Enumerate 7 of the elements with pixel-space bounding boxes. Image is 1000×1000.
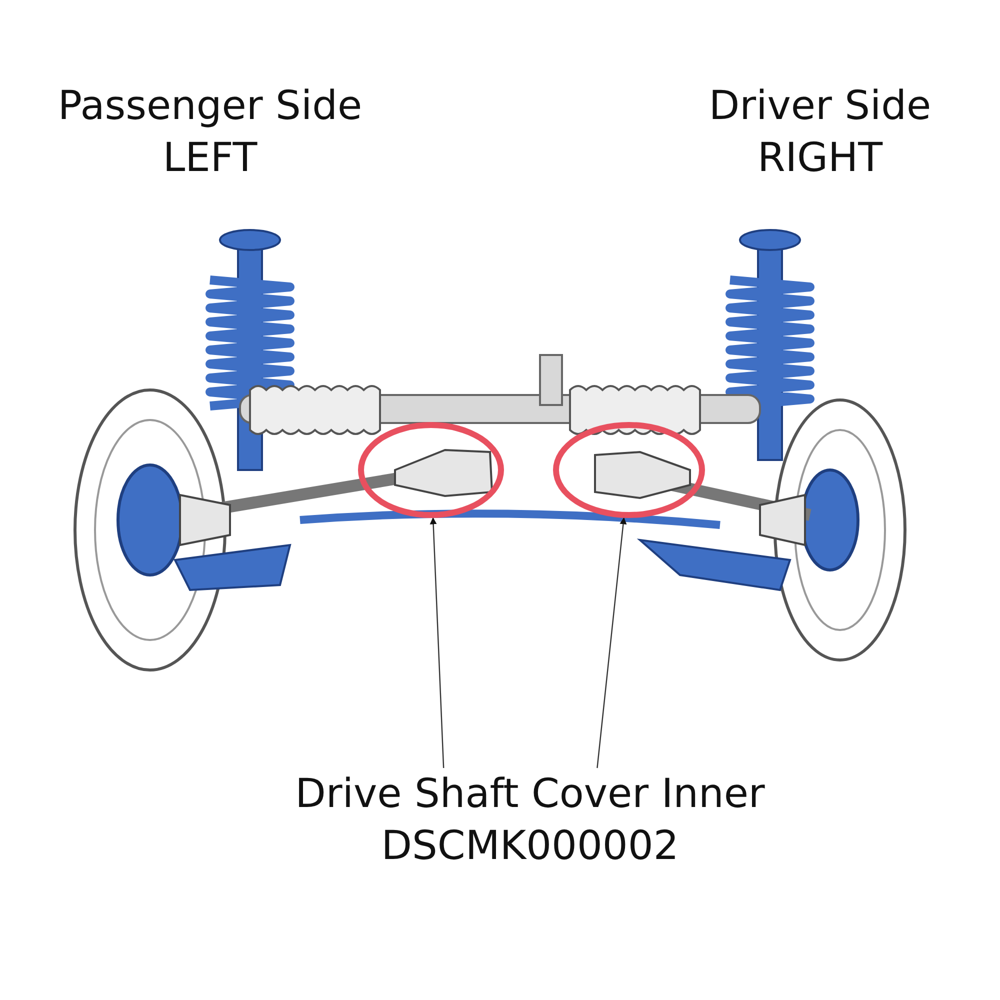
side-label: Passenger Side LEFT (56, 82, 364, 183)
leader-line (430, 517, 444, 768)
part-label: Drive Shaft Cover Inner DSCMK000002 (290, 768, 770, 876)
highlight-ellipse (358, 422, 504, 518)
highlight-ellipse (553, 422, 705, 518)
leader-line (596, 517, 627, 768)
side-label: Driver Side RIGHT (708, 82, 932, 183)
